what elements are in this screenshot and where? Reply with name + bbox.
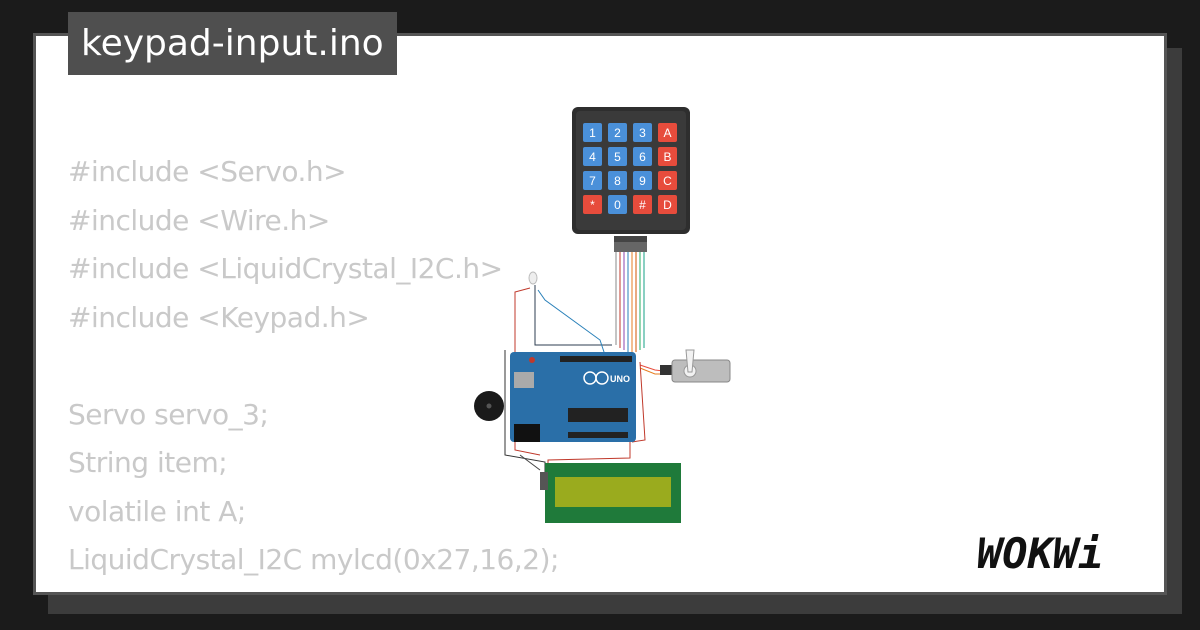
arduino-uno-board: UNO: [510, 352, 636, 442]
keypad-key: [658, 171, 677, 190]
keypad-key-label: 8: [614, 174, 621, 188]
code-line: LiquidCrystal_I2C mylcd(0x27,16,2);: [68, 543, 559, 576]
keypad-key: [583, 123, 602, 142]
code-line: #include <Wire.h>: [68, 203, 330, 237]
keypad-key-label: 9: [639, 174, 646, 188]
keypad-key-label: D: [663, 198, 672, 212]
keypad-key: [633, 147, 652, 166]
keypad-key: [583, 195, 602, 214]
keypad-key-label: B: [663, 150, 671, 164]
keypad-key-label: 6: [639, 150, 646, 164]
keypad-key-label: C: [663, 174, 672, 188]
wokwi-logo-mark: WOKWi: [977, 529, 1103, 578]
keypad-key: [608, 171, 627, 190]
keypad-connector: [614, 236, 647, 252]
keypad-key: [608, 123, 627, 142]
keypad-key: [633, 123, 652, 142]
keypad-key-label: 5: [614, 150, 621, 164]
led: [528, 271, 538, 285]
buzzer: [474, 391, 504, 421]
keypad-key-label: 3: [639, 126, 646, 140]
code-line: Servo servo_3;: [68, 397, 269, 431]
servo-motor: [660, 349, 731, 383]
keypad-key-label: 1: [589, 126, 596, 140]
keypad-key: [633, 171, 652, 190]
keypad-key-label: #: [639, 198, 646, 212]
keypad-key-label: 2: [614, 126, 621, 140]
code-line: #include <Keypad.h>: [68, 300, 370, 334]
lcd-16x2: [540, 463, 681, 523]
code-line: #include <LiquidCrystal_I2C.h>: [68, 252, 503, 285]
code-line: #include <Servo.h>: [68, 155, 347, 188]
keypad-key: [633, 195, 652, 214]
code-line: volatile int A;: [68, 494, 246, 528]
keypad-key: [658, 147, 677, 166]
file-name-tab: keypad-input.ino: [68, 12, 397, 75]
keypad-key: [583, 171, 602, 190]
keypad-key: [608, 195, 627, 214]
keypad-keys: 1 2 3 A 4 5 6 B 7 8 9 C * 0 # D: [583, 123, 677, 214]
code-line: String item;: [68, 446, 228, 479]
code-preview: #include <Servo.h> #include <Wire.h> #in…: [68, 148, 668, 585]
keypad-key-label: 0: [614, 198, 621, 212]
wokwi-logo: WOKWi: [975, 528, 1155, 583]
keypad-key-label: *: [590, 198, 595, 212]
keypad-key: [658, 195, 677, 214]
keypad-key: [608, 147, 627, 166]
keypad-key-label: A: [663, 126, 671, 140]
keypad-key: [583, 147, 602, 166]
board-label: UNO: [610, 374, 630, 384]
logo-text: WOKWi: [977, 529, 1103, 578]
circuit-diagram: 1 2 3 A 4 5 6 B 7 8 9 C * 0 # D UNO: [474, 107, 731, 523]
keypad-key-label: 7: [589, 174, 596, 188]
keypad-key-label: 4: [589, 150, 596, 164]
keypad-key: [658, 123, 677, 142]
